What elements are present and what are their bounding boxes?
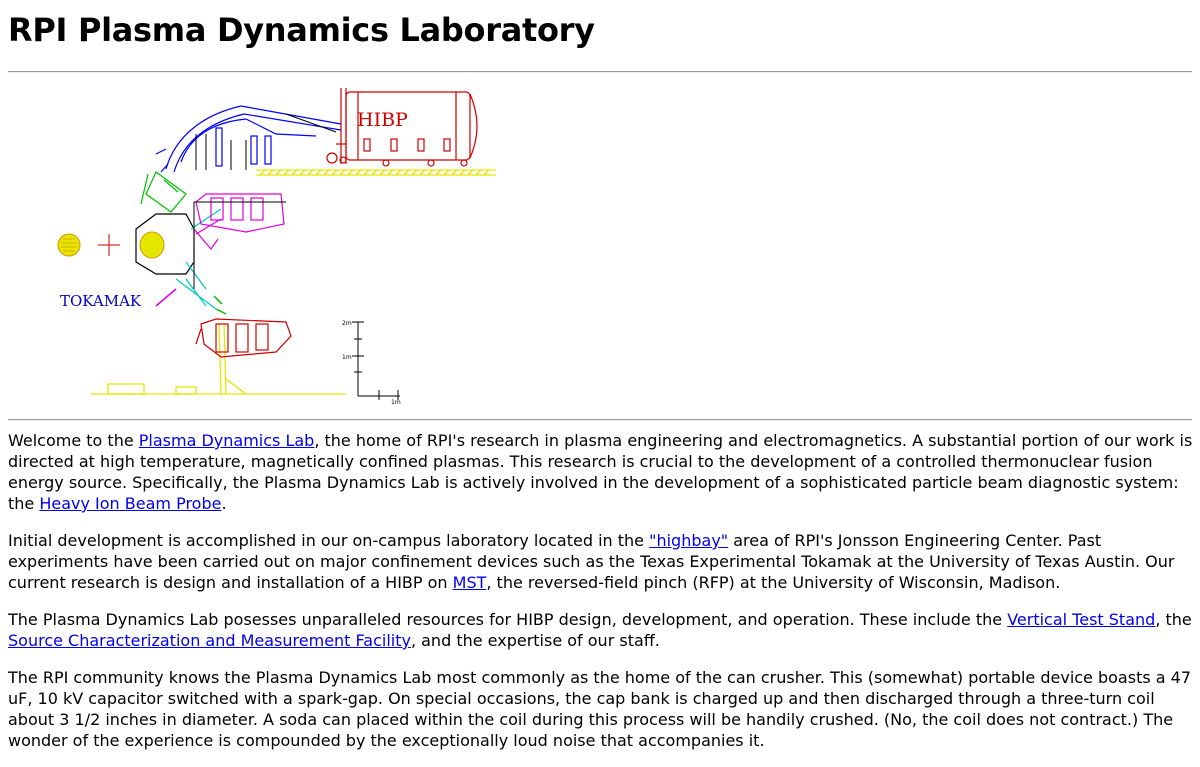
mst-link[interactable]: MST [452,573,487,592]
analyzer-lower [195,318,292,358]
tokamak-label: TOKAMAK [60,292,142,310]
hibp-diagram-image: HIBP [57,88,496,406]
page-title: RPI Plasma Dynamics Laboratory [8,11,595,49]
beamline [155,105,342,173]
injector-section [140,171,187,213]
beam-lower-magenta [155,288,177,307]
scale-label-1m: 1m [342,354,352,361]
tokamak [57,208,222,290]
development-paragraph: Initial development is accomplished in o… [8,531,1175,592]
vertical-test-stand-link[interactable]: Vertical Test Stand [1007,610,1156,629]
heavy-ion-beam-probe-link[interactable]: Heavy Ion Beam Probe [39,494,222,513]
ground-platform [91,169,496,395]
beam-lower-green [213,295,227,315]
beamline-supports [195,113,337,170]
source-characterization-link[interactable]: Source Characterization and Measurement … [8,631,411,650]
scale-bar [352,321,400,400]
resources-paragraph: The Plasma Dynamics Lab posesses unparal… [8,610,1192,650]
can-crusher-paragraph: The RPI community knows the Plasma Dynam… [8,668,1192,750]
hibp-label: HIBP [357,109,408,131]
scale-label-1m-horizontal: 1m [391,399,401,406]
intro-paragraph: Welcome to the Plasma Dynamics Lab, the … [8,431,1193,513]
divider-top [8,71,1192,73]
analyzer-upper [193,193,285,250]
hibp-vessel [326,88,478,167]
highbay-link[interactable]: "highbay" [649,531,729,550]
beam-lower [175,278,217,310]
analyzer-upper-frame [193,201,286,289]
scale-label-2m: 2m [342,320,352,327]
plasma-dynamics-lab-link[interactable]: Plasma Dynamics Lab [138,431,315,450]
divider-bottom [8,419,1192,421]
body-text: Welcome to the Plasma Dynamics Lab, the … [8,430,1194,767]
